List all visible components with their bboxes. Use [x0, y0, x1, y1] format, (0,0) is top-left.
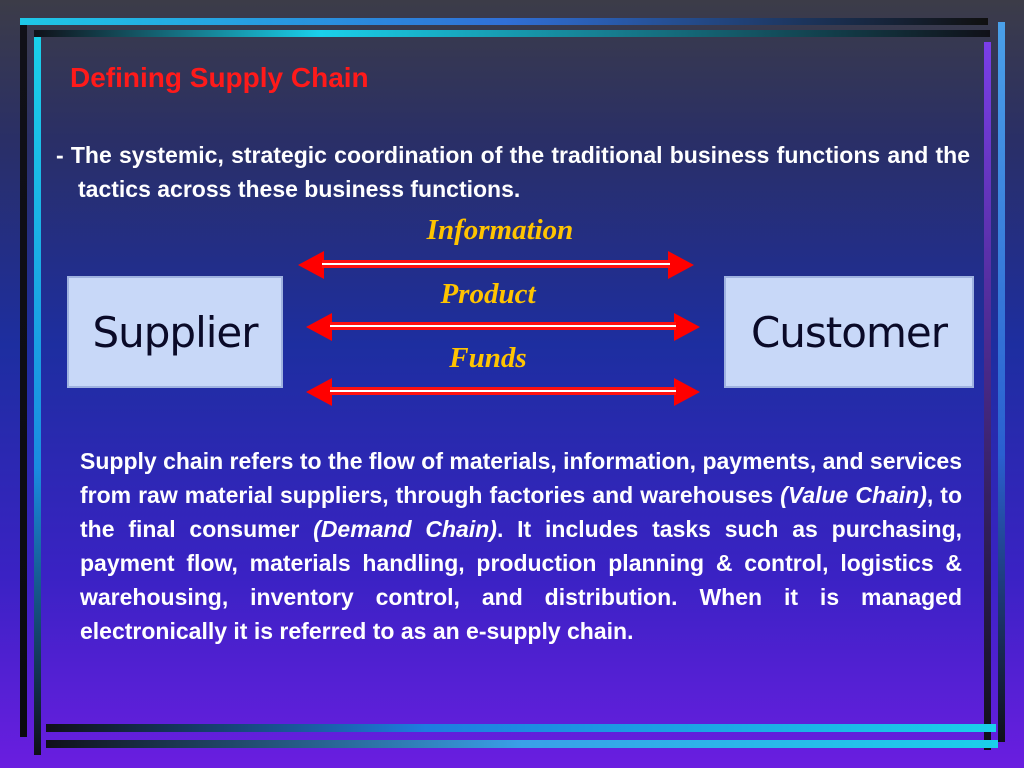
frame-bottom-bar-2	[46, 740, 998, 748]
body-paragraph: Supply chain refers to the flow of mater…	[80, 444, 962, 648]
customer-label: Customer	[750, 307, 948, 357]
supplier-box: Supplier	[67, 276, 283, 388]
frame-left-bar-1	[20, 25, 27, 737]
information-arrow-icon	[298, 251, 694, 279]
frame-right-bar-2	[998, 22, 1005, 742]
frame-left-bar-2	[34, 37, 41, 755]
customer-box: Customer	[724, 276, 974, 388]
body-text-part-2: , to the final consumer	[80, 482, 962, 542]
demand-chain-term: (Demand Chain)	[313, 516, 497, 542]
supplier-label: Supplier	[92, 307, 258, 357]
intro-text: - The systemic, strategic coordination o…	[56, 142, 970, 202]
body-text-part-1: Supply chain refers to the flow of mater…	[80, 448, 962, 508]
value-chain-term: (Value Chain)	[780, 482, 927, 508]
flow-label-product: Product	[440, 278, 536, 310]
flow-label-information: Information	[426, 214, 574, 246]
funds-arrow-icon	[306, 378, 700, 406]
flow-label-funds: Funds	[449, 342, 527, 374]
slide-title: Defining Supply Chain	[70, 62, 369, 93]
product-arrow-icon	[306, 313, 700, 341]
body-text-part-3: . It includes tasks such as purchasing, …	[80, 516, 963, 644]
frame-top-bar-2	[34, 30, 990, 37]
frame-right-bar-1	[984, 42, 991, 750]
frame-bottom-bar-1	[46, 724, 996, 732]
frame-top-bar-1	[20, 18, 988, 25]
